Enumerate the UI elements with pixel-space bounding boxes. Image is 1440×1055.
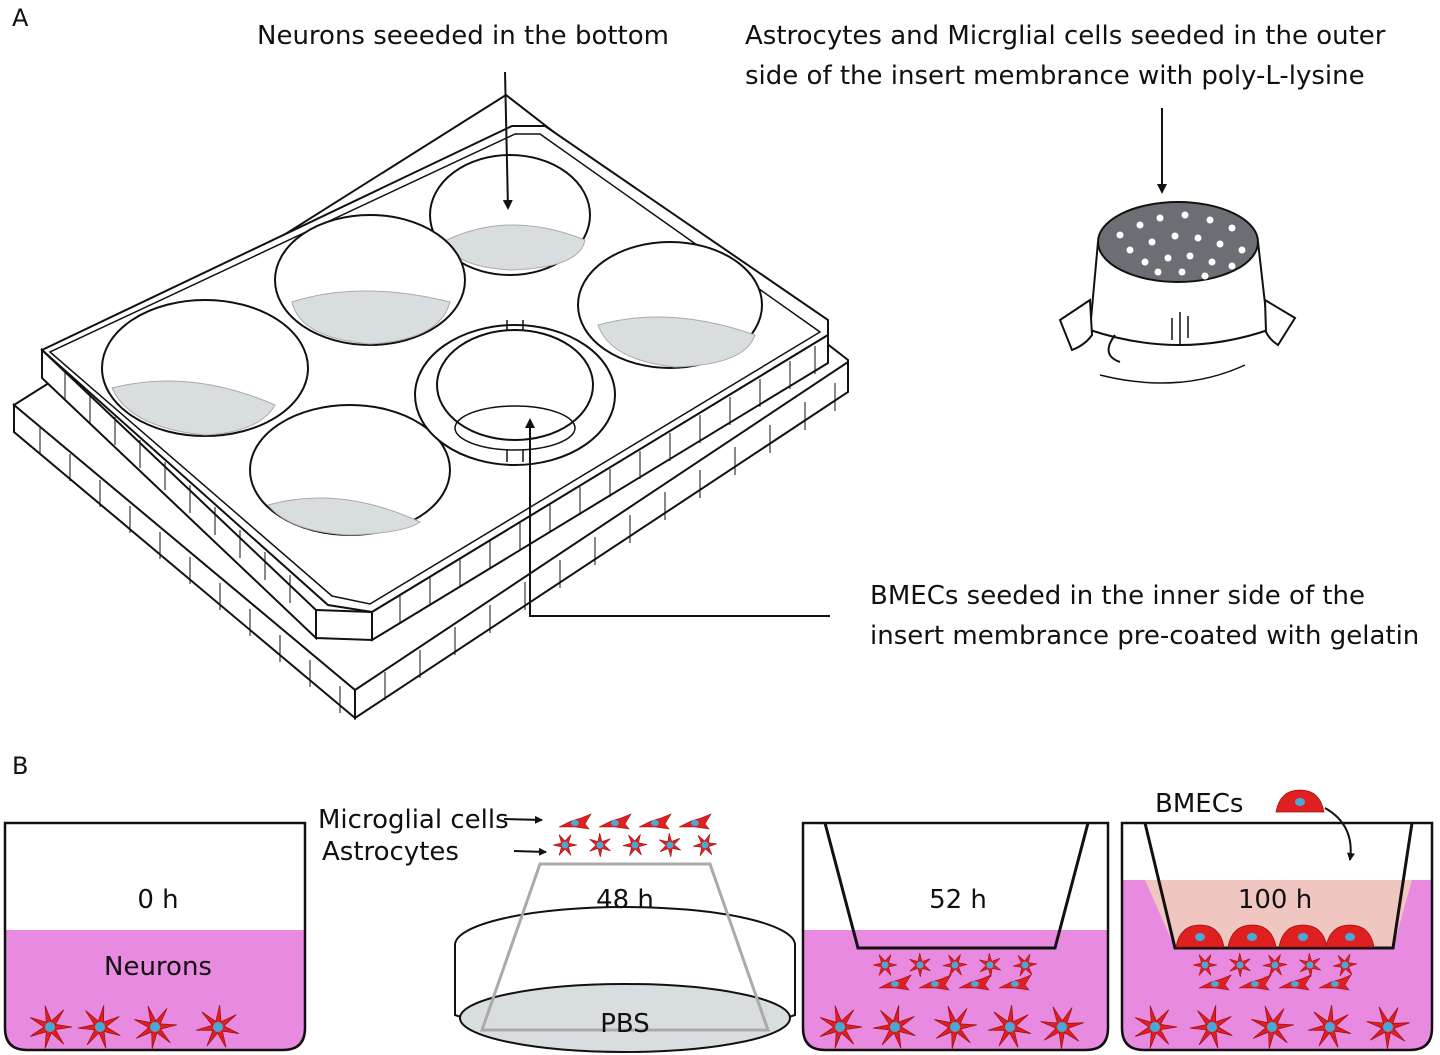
nucleus	[701, 841, 709, 849]
microglia-cluster-52h	[878, 974, 1032, 991]
nucleus	[1383, 1022, 1393, 1032]
stage-52h: 52 h	[801, 821, 1110, 1052]
insert-illustration	[1058, 201, 1297, 384]
nucleus	[950, 1022, 960, 1032]
nucleus	[1195, 933, 1205, 941]
cell-cluster-48h	[552, 832, 717, 858]
astrocytes-seeded-label-line1: Astrocytes and Micrglial cells seeded in…	[745, 21, 1386, 51]
nucleus	[986, 961, 994, 969]
nucleus	[835, 1022, 845, 1032]
nucleus	[891, 981, 899, 987]
nucleus	[1201, 961, 1209, 969]
nucleus	[951, 961, 959, 969]
astrocytes-seeded-label-line2: side of the insert membrance with poly-L…	[745, 61, 1365, 91]
nucleus	[1325, 1022, 1335, 1032]
pbs-label: PBS	[600, 1009, 650, 1039]
bmec-falling-cell	[1275, 789, 1325, 813]
nucleus	[691, 820, 699, 826]
nucleus	[931, 981, 939, 987]
neurons-seeded-label: Neurons seeeded in the bottom	[257, 21, 669, 51]
stage-0h: 0 h Neurons	[3, 821, 307, 1052]
nucleus	[881, 961, 889, 969]
time-label-52h: 52 h	[929, 885, 987, 915]
nucleus	[561, 841, 569, 849]
nucleus	[1298, 933, 1308, 941]
nucleus	[150, 1022, 160, 1032]
stage-100h: 100 h BMECs	[1120, 789, 1434, 1052]
nucleus	[1345, 933, 1355, 941]
nucleus	[1236, 961, 1244, 969]
nucleus	[1011, 981, 1019, 987]
time-label-0h: 0 h	[137, 885, 178, 915]
nucleus	[1021, 961, 1029, 969]
nucleus	[1341, 961, 1349, 969]
astrocytes-label: Astrocytes	[322, 837, 459, 867]
microglial-cells-label: Microglial cells	[318, 805, 509, 835]
nucleus	[1247, 933, 1257, 941]
cell-cluster-100h	[1192, 952, 1357, 978]
nucleus	[1057, 1022, 1067, 1032]
nucleus	[890, 1022, 900, 1032]
nucleus	[1267, 1022, 1277, 1032]
neuron-row-52h	[819, 1005, 1084, 1050]
time-label-48h: 48 h	[596, 885, 654, 915]
nucleus	[596, 841, 604, 849]
time-label-100h: 100 h	[1238, 885, 1312, 915]
nucleus	[1005, 1022, 1015, 1032]
nucleus	[611, 820, 619, 826]
nucleus	[1306, 961, 1314, 969]
bmec-seeded-label-line2: insert membrance pre-coated with gelatin	[870, 621, 1419, 651]
panel-a-arrows	[502, 71, 1167, 617]
nucleus	[213, 1022, 223, 1032]
nucleus	[1207, 1022, 1217, 1032]
bmec-seeded-label-line1: BMECs seeded in the inner side of the	[870, 581, 1365, 611]
nucleus	[571, 820, 579, 826]
nucleus	[1211, 981, 1219, 987]
panel-b-letter: B	[12, 752, 28, 780]
nucleus	[45, 1022, 55, 1032]
neurons-label: Neurons	[104, 952, 212, 982]
microglia-cluster-100h	[1198, 974, 1352, 991]
plate-wells	[101, 154, 763, 536]
bmecs-label: BMECs	[1155, 789, 1243, 819]
nucleus	[1150, 1022, 1160, 1032]
cell-cluster-52h	[872, 952, 1037, 978]
panel-a-letter: A	[12, 4, 29, 32]
nucleus	[666, 841, 674, 849]
microglia-cluster-48h	[558, 813, 712, 830]
nucleus	[631, 841, 639, 849]
nucleus	[1291, 981, 1299, 987]
nucleus	[95, 1022, 105, 1032]
stage-48h: 48 h PBS Microglial cells Astrocytes	[318, 805, 796, 1053]
nucleus	[651, 820, 659, 826]
nucleus	[1331, 981, 1339, 987]
nucleus	[916, 961, 924, 969]
nucleus	[1251, 981, 1259, 987]
nucleus	[1271, 961, 1279, 969]
bmec-row-100h	[1175, 924, 1375, 948]
nucleus	[971, 981, 979, 987]
nucleus	[1295, 798, 1305, 806]
neuron-row-0h	[29, 1005, 240, 1049]
neuron-row-100h	[1134, 1005, 1410, 1050]
